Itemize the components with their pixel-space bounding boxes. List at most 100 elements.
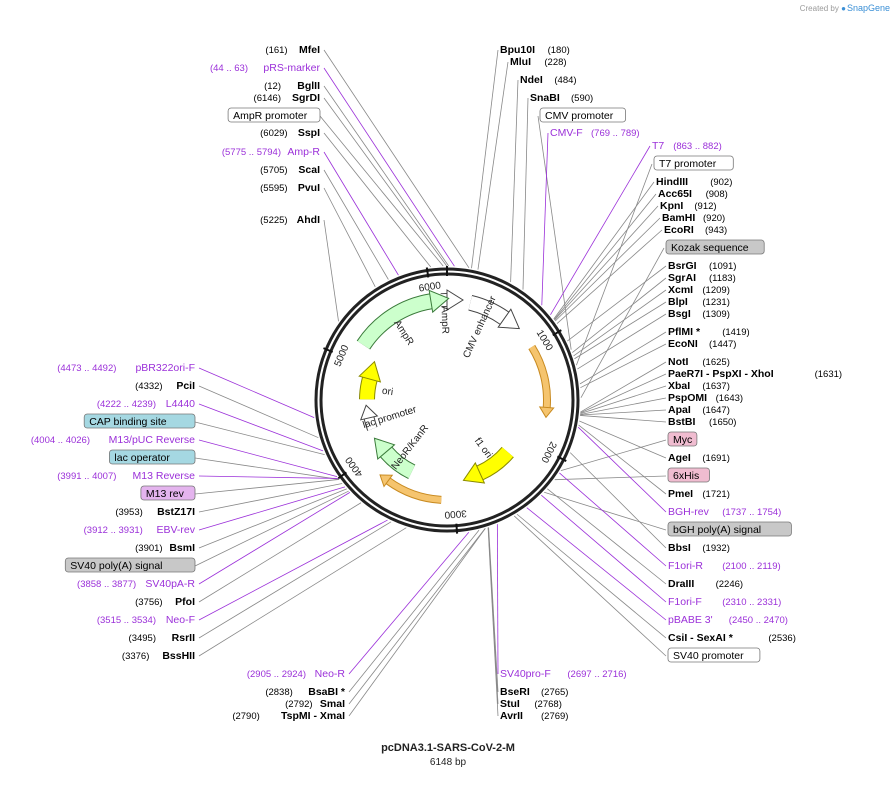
site-label-lac-operator[interactable]: lac operator xyxy=(114,452,170,464)
feature-arc-ampr[interactable] xyxy=(357,294,433,350)
site-label-t7[interactable]: T7 xyxy=(652,140,664,152)
site-label-bseri-leader xyxy=(488,527,499,693)
site-label-ndei[interactable]: NdeI xyxy=(520,74,543,86)
site-label-snabi[interactable]: SnaBI xyxy=(530,92,560,104)
site-label-rsrii[interactable]: RsrII xyxy=(172,632,195,644)
site-label-agei[interactable]: AgeI xyxy=(668,452,691,464)
site-label-prs-marker[interactable]: pRS-marker xyxy=(263,62,320,74)
site-label-bsabi-leader xyxy=(348,529,480,693)
site-label-bsgi[interactable]: BsgI xyxy=(668,308,691,320)
site-label-cmv-promoter[interactable]: CMV promoter xyxy=(545,110,614,122)
site-label-pvui-position: (5595) xyxy=(260,183,287,194)
site-label-noti[interactable]: NotI xyxy=(668,356,688,368)
site-label-m13-rev[interactable]: M13 rev xyxy=(146,488,185,500)
site-label-bglii[interactable]: BglII xyxy=(297,80,320,92)
site-label-pbabe-3[interactable]: pBABE 3' xyxy=(668,614,713,626)
site-label-ebv-rev[interactable]: EBV-rev xyxy=(156,524,195,536)
site-label-hindiii[interactable]: HindIII xyxy=(656,176,688,188)
site-label-f1ori-f-leader xyxy=(541,494,667,603)
site-label-acc65i[interactable]: Acc65I xyxy=(658,188,692,200)
site-label-mlui[interactable]: MluI xyxy=(510,56,531,68)
site-label-bbsi[interactable]: BbsI xyxy=(668,542,691,554)
feature-arc-sars-cov-2-m[interactable] xyxy=(529,345,550,408)
site-label-m13-rev-leader xyxy=(194,479,340,495)
site-label-pcii[interactable]: PciI xyxy=(176,380,195,392)
site-label-bsrgi[interactable]: BsrGI xyxy=(668,260,697,272)
site-label-ecori[interactable]: EcoRI xyxy=(664,224,694,236)
site-label-cap-binding-site[interactable]: CAP binding site xyxy=(89,416,167,428)
site-label-f1ori-r[interactable]: F1ori-R xyxy=(668,560,703,572)
site-label-pmei[interactable]: PmeI xyxy=(668,488,693,500)
site-label-ahdi[interactable]: AhdI xyxy=(297,214,320,226)
site-label-bsmi-position: (3901) xyxy=(135,543,162,554)
site-label-paer7i-pspxi-xhoi-position: (1631) xyxy=(815,369,842,380)
site-label-pbr322ori-f-leader xyxy=(198,367,315,418)
site-label-ampr-promoter[interactable]: AmpR promoter xyxy=(233,110,308,122)
feature-arc-ori[interactable] xyxy=(360,377,377,400)
site-label-scai[interactable]: ScaI xyxy=(298,164,320,176)
site-label-myc[interactable]: Myc xyxy=(673,434,692,446)
site-label-ahdi-leader xyxy=(323,219,339,322)
site-label-econi[interactable]: EcoNI xyxy=(668,338,698,350)
site-label-pfoi[interactable]: PfoI xyxy=(175,596,195,608)
site-label-sv40-poly-a-signal[interactable]: SV40 poly(A) signal xyxy=(70,560,162,572)
site-label-pbr322ori-f[interactable]: pBR322ori-F xyxy=(135,362,195,374)
site-label-neo-r[interactable]: Neo-R xyxy=(315,668,346,680)
site-label-l4440[interactable]: L4440 xyxy=(166,398,195,410)
site-label-kpni[interactable]: KpnI xyxy=(660,200,683,212)
site-label-kozak-sequence[interactable]: Kozak sequence xyxy=(671,242,749,254)
feature-label-ori: ori xyxy=(381,386,394,398)
site-label-bpu10i[interactable]: Bpu10I xyxy=(500,44,535,56)
site-label-avrii[interactable]: AvrII xyxy=(500,710,523,722)
site-label-pspomi[interactable]: PspOMI xyxy=(668,392,707,404)
site-label-bstbi[interactable]: BstBI xyxy=(668,416,696,428)
ruler-tick xyxy=(323,347,334,353)
feature-arc-neor-kanr[interactable] xyxy=(380,447,416,479)
site-label-sv40-promoter[interactable]: SV40 promoter xyxy=(673,650,744,662)
site-label-f1ori-f[interactable]: F1ori-F xyxy=(668,596,702,608)
site-label-pflmi[interactable]: PflMI * xyxy=(668,326,701,338)
site-label-bgh-poly-a-signal[interactable]: bGH poly(A) signal xyxy=(673,524,761,536)
site-label-bsshii[interactable]: BssHII xyxy=(162,650,195,662)
site-label-tspmi-xmai[interactable]: TspMI - XmaI xyxy=(281,710,345,722)
site-label-xcmi[interactable]: XcmI xyxy=(668,284,693,296)
site-label-csii-sexai-position: (2536) xyxy=(768,633,795,644)
site-label-draiii[interactable]: DraIII xyxy=(668,578,694,590)
site-label-m13-reverse[interactable]: M13 Reverse xyxy=(133,470,196,482)
site-label-xbai[interactable]: XbaI xyxy=(668,380,690,392)
site-label-apai[interactable]: ApaI xyxy=(668,404,691,416)
site-label-sgrai[interactable]: SgrAI xyxy=(668,272,696,284)
site-label-csii-sexai[interactable]: CsiI - SexAI * xyxy=(668,632,734,644)
site-label-stui[interactable]: StuI xyxy=(500,698,520,710)
site-label-m13-puc-reverse[interactable]: M13/pUC Reverse xyxy=(109,434,196,446)
site-label-bgh-rev[interactable]: BGH-rev xyxy=(668,506,710,518)
site-label-sgrdi[interactable]: SgrDI xyxy=(292,92,320,104)
feature-arc-cmv-enhancer[interactable] xyxy=(468,295,509,325)
site-label-amp-r[interactable]: Amp-R xyxy=(287,146,320,158)
feature-arc-sv40-poly-a-signal[interactable] xyxy=(386,478,442,503)
site-label-bsmi[interactable]: BsmI xyxy=(169,542,195,554)
site-label-paer7i-pspxi-xhoi[interactable]: PaeR7I - PspXI - XhoI xyxy=(668,368,774,380)
site-label-cmv-promoter-box xyxy=(539,107,626,123)
site-label-blpi[interactable]: BlpI xyxy=(668,296,688,308)
feature-arc-f1-ori[interactable] xyxy=(476,447,514,480)
site-label-bsabi[interactable]: BsaBI * xyxy=(308,686,346,698)
site-label-t7-promoter[interactable]: T7 promoter xyxy=(659,158,717,170)
site-label-t7-position: (863 .. 882) xyxy=(673,141,722,152)
site-label-pvui-leader xyxy=(323,187,376,288)
site-label-pfoi-leader xyxy=(198,502,362,603)
site-label-mfei[interactable]: MfeI xyxy=(299,44,320,56)
site-label-smai[interactable]: SmaI xyxy=(320,698,345,710)
site-label-pvui[interactable]: PvuI xyxy=(298,182,320,194)
site-label-bseri[interactable]: BseRI xyxy=(500,686,530,698)
site-label-stui-position: (2768) xyxy=(534,699,561,710)
site-label-6xhis[interactable]: 6xHis xyxy=(673,470,699,482)
site-label-sv40pro-f[interactable]: SV40pro-F xyxy=(500,668,551,680)
site-label-sv40pa-r[interactable]: SV40pA-R xyxy=(145,578,195,590)
site-label-sspi[interactable]: SspI xyxy=(298,127,320,139)
site-label-neo-f[interactable]: Neo-F xyxy=(166,614,195,626)
site-label-paer7i-pspxi-xhoi-leader xyxy=(580,373,667,414)
site-label-bstz17i[interactable]: BstZ17I xyxy=(157,506,195,518)
site-label-bamhi[interactable]: BamHI xyxy=(662,212,695,224)
site-label-cmv-f[interactable]: CMV-F xyxy=(550,127,583,139)
